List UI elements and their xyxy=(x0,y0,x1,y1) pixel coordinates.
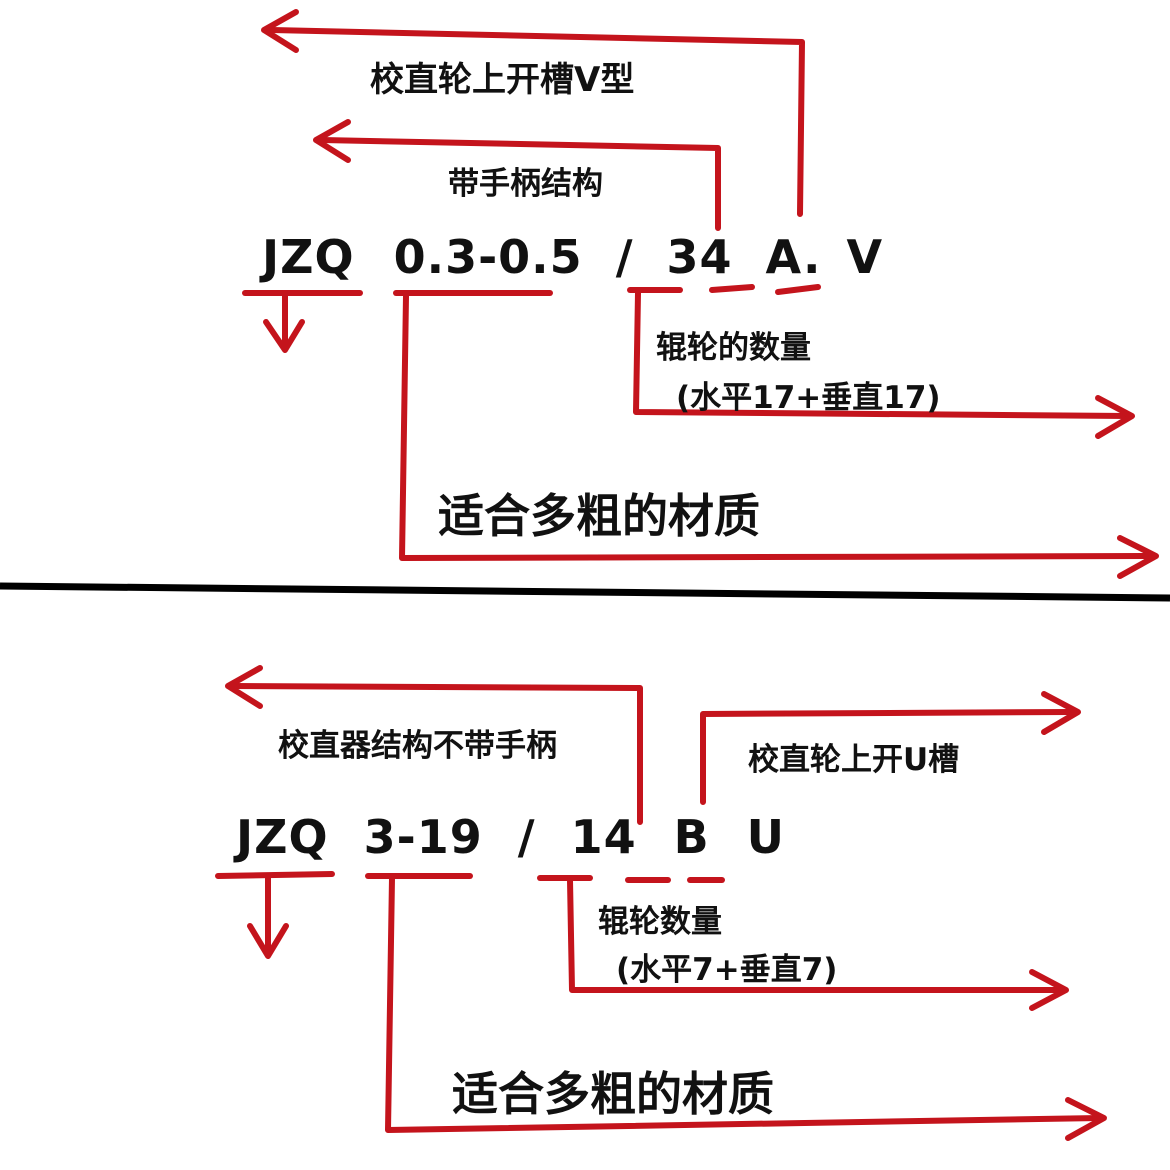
arrow-roller-top xyxy=(633,290,1131,419)
arrowhead-material-top xyxy=(1117,535,1159,579)
label-material-bottom: 适合多粗的材质 xyxy=(452,1067,774,1121)
code-series: JZQ xyxy=(262,230,355,284)
arrowhead-roller-top xyxy=(1095,395,1135,439)
arrow-handle xyxy=(319,137,721,231)
code-slash: / xyxy=(615,230,634,284)
arrow-material-top xyxy=(399,293,1155,561)
code-handle-type: B xyxy=(673,810,710,864)
code-roller-count: 14 xyxy=(570,810,637,864)
arrowhead-v-groove xyxy=(261,9,299,53)
code-roller-count: 34 xyxy=(666,230,733,284)
code-diameter-range: 3-19 xyxy=(363,810,483,864)
code-groove-type: U xyxy=(746,810,786,864)
dash-v-top xyxy=(775,284,821,295)
model-code-bottom: JZQ 3-19 / 14 B U xyxy=(236,810,785,864)
section-divider xyxy=(0,582,1170,602)
arrow-u-groove xyxy=(700,709,1075,805)
label-handle: 带手柄结构 xyxy=(448,166,603,202)
label-material-top: 适合多粗的材质 xyxy=(438,489,760,543)
arrow-roller-bottom xyxy=(567,877,1065,993)
code-groove-type: V xyxy=(846,230,884,284)
underline-jzq-bottom xyxy=(215,871,335,879)
arrow-no-handle xyxy=(229,683,643,825)
label-v-groove: 校直轮上开槽V型 xyxy=(370,60,635,100)
label-no-handle: 校直器结构不带手柄 xyxy=(278,728,557,764)
arrowhead-down-jzq-top xyxy=(263,319,305,353)
arrowhead-u-groove xyxy=(1041,691,1081,735)
label-roller-count-top: 辊轮的数量 xyxy=(656,330,811,366)
model-code-top: JZQ 0.3-0.5 / 34 A. V xyxy=(262,230,883,284)
dash-a-top xyxy=(709,284,755,293)
code-handle-type: A. xyxy=(765,230,822,284)
red-arrows xyxy=(215,9,1159,1141)
arrowhead-down-jzq-bottom xyxy=(247,923,289,959)
code-diameter-range: 0.3-0.5 xyxy=(393,230,583,284)
arrowhead-material-bottom xyxy=(1065,1097,1107,1141)
label-u-groove: 校直轮上开U槽 xyxy=(748,742,960,778)
code-series: JZQ xyxy=(236,810,329,864)
arrowhead-no-handle xyxy=(225,665,263,709)
arrowhead-handle xyxy=(313,119,351,163)
label-roller-split-bottom: (水平7+垂直7) xyxy=(616,952,838,988)
arrow-material-bottom xyxy=(385,875,1103,1133)
label-roller-split-top: (水平17+垂直17) xyxy=(676,380,941,416)
code-slash: / xyxy=(517,810,536,864)
arrowhead-roller-bottom xyxy=(1029,969,1069,1011)
label-roller-count-bottom: 辊轮数量 xyxy=(598,904,722,940)
arrow-v-groove xyxy=(269,27,805,217)
